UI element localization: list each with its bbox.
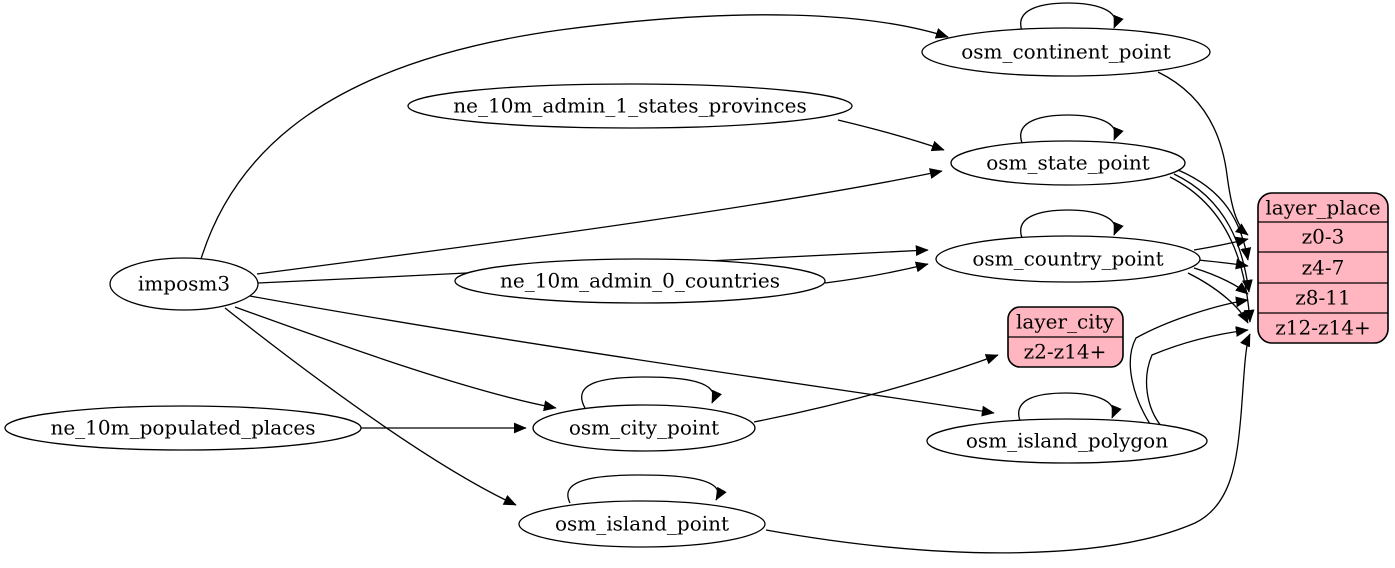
node-imposm3: imposm3 <box>109 257 259 311</box>
ne-populated-label: ne_10m_populated_places <box>50 416 315 440</box>
edge-imposm3-island-polygon <box>249 295 995 417</box>
edge-country-z0-3 <box>1193 236 1249 251</box>
record-layer-place: layer_place z0-3 z4-7 z8-11 z12-z14+ <box>1257 192 1389 344</box>
island-point-shape <box>518 500 766 548</box>
record-layer-city: layer_city z2-z14+ <box>1007 306 1124 368</box>
self-loop-island-point <box>567 474 727 504</box>
node-osm-country-point: osm_country_point <box>935 235 1201 283</box>
edge-island-polygon-z12-z14 <box>1145 326 1249 428</box>
ne-states-shape <box>407 83 853 129</box>
layer-place-row-z0-3: z0-3 <box>1302 225 1345 249</box>
edge-island-point-z12-z14 <box>765 333 1251 554</box>
edge-continent-z0-3 <box>1157 71 1249 236</box>
imposm3-label: imposm3 <box>138 272 230 296</box>
node-ne-10m-admin-1-states-provinces: ne_10m_admin_1_states_provinces <box>407 83 853 129</box>
island-polygon-label: osm_island_polygon <box>966 429 1168 453</box>
ne-countries-shape <box>454 258 826 304</box>
node-osm-continent-point: osm_continent_point <box>921 27 1211 77</box>
island-point-label: osm_island_point <box>555 512 729 536</box>
node-osm-city-point: osm_city_point <box>532 404 756 452</box>
state-label: osm_state_point <box>986 151 1150 175</box>
city-label: osm_city_point <box>569 416 719 440</box>
node-ne-10m-admin-0-countries: ne_10m_admin_0_countries <box>454 258 826 304</box>
edge-country-z4-7 <box>1197 258 1249 270</box>
edge-state-z8-11 <box>1173 173 1253 293</box>
edge-ne-states-state <box>837 119 945 152</box>
country-label: osm_country_point <box>972 247 1163 271</box>
edge-imposm3-continent <box>200 14 949 260</box>
edge-group <box>200 2 1255 554</box>
edge-country-z12-z14 <box>1187 272 1249 324</box>
edge-imposm3-island-point <box>224 307 517 506</box>
continent-label: osm_continent_point <box>961 40 1171 64</box>
self-loop-island-polygon <box>1018 392 1122 422</box>
continent-shape <box>921 27 1211 77</box>
node-osm-island-point: osm_island_point <box>518 500 766 548</box>
layer-place-box <box>1257 192 1389 344</box>
edge-state-z4-7 <box>1177 169 1252 261</box>
edge-imposm3-state <box>256 168 943 275</box>
node-ne-10m-populated-places: ne_10m_populated_places <box>4 405 362 451</box>
self-loop-continent <box>1020 2 1124 32</box>
imposm3-shape <box>109 257 259 311</box>
self-loop-city <box>581 376 722 409</box>
city-shape <box>532 404 756 452</box>
island-polygon-shape <box>926 418 1208 464</box>
layer-place-row-z4-7: z4-7 <box>1302 256 1345 280</box>
self-loop-country <box>1020 209 1124 239</box>
node-osm-island-polygon: osm_island_polygon <box>926 418 1208 464</box>
ne-states-label: ne_10m_admin_1_states_provinces <box>453 94 806 118</box>
layer-place-title: layer_place <box>1265 196 1380 220</box>
layer-place-row-z12-z14: z12-z14+ <box>1275 316 1371 340</box>
edge-city-layer-city <box>753 354 999 423</box>
edge-ne-countries-country <box>824 261 929 284</box>
state-shape <box>950 140 1186 186</box>
ne-countries-label: ne_10m_admin_0_countries <box>500 269 780 293</box>
edge-country-z8-11 <box>1193 267 1249 295</box>
layer-city-row-z2-z14: z2-z14+ <box>1024 340 1107 364</box>
self-loop-state <box>1020 114 1124 144</box>
node-osm-state-point: osm_state_point <box>950 140 1186 186</box>
country-shape <box>935 235 1201 283</box>
layer-place-row-z8-11: z8-11 <box>1295 286 1350 310</box>
layer-city-title: layer_city <box>1016 310 1115 334</box>
edge-island-polygon-z8-11 <box>1129 296 1249 425</box>
ne-populated-shape <box>4 405 362 451</box>
edge-imposm3-city <box>234 306 557 412</box>
